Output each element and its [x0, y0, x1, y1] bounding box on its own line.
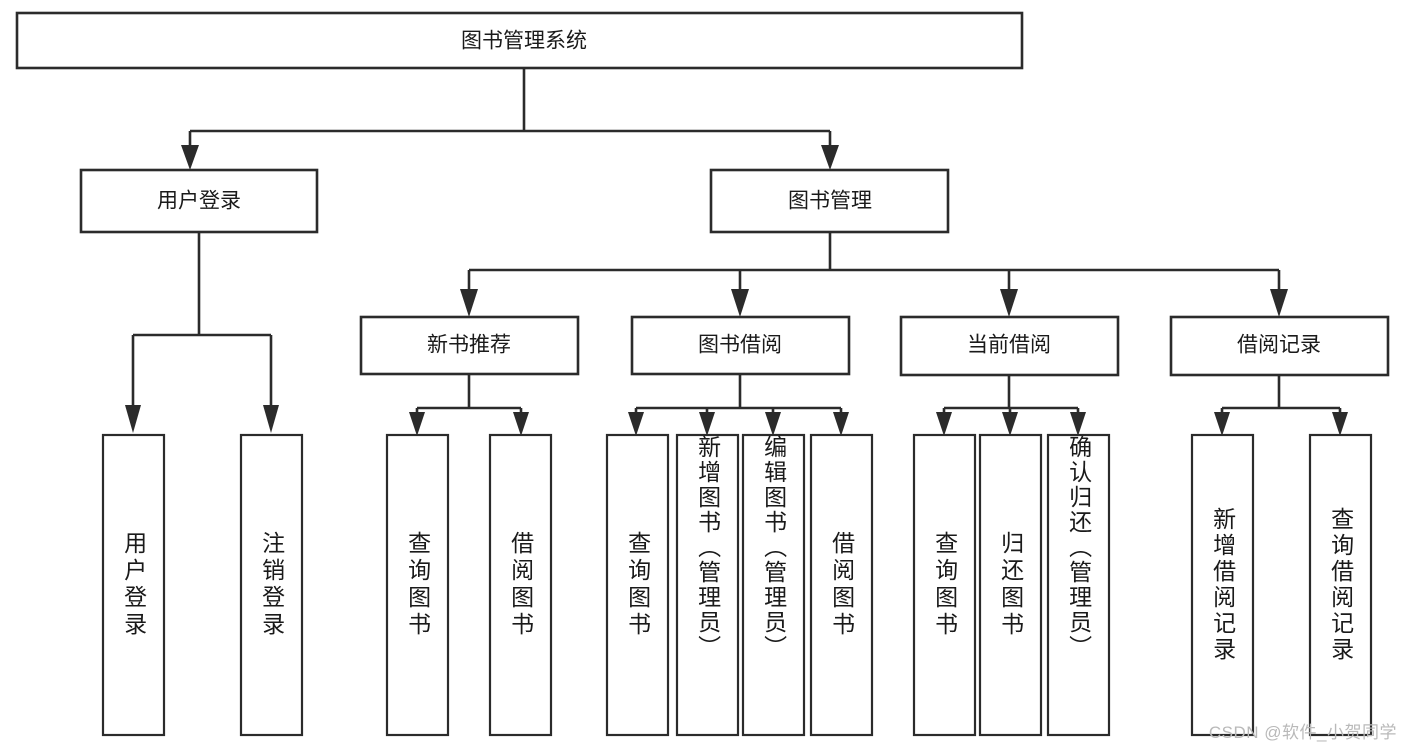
- node-leaf-add-book-box[interactable]: [675, 433, 740, 737]
- node-borrow-record[interactable]: 借阅记录: [1169, 315, 1390, 377]
- node-leaf-add-record-box[interactable]: [1190, 433, 1255, 737]
- arrow-head-book-management: [821, 145, 839, 170]
- node-user-login-label: 用户登录: [157, 190, 241, 213]
- node-current-borrow-label: 当前借阅: [967, 334, 1051, 357]
- arrow-head-leaf-edit-book: [765, 412, 781, 436]
- connector-layer: [125, 68, 1348, 436]
- arrow-head-leaf-add-book: [699, 412, 715, 436]
- node-new-book-recommend[interactable]: 新书推荐: [359, 315, 580, 376]
- node-leaf-query-book-1-box[interactable]: [385, 433, 450, 737]
- node-leaf-user-login[interactable]: [101, 433, 166, 737]
- node-leaf-borrow-book-2-box[interactable]: [809, 433, 874, 737]
- node-book-borrow-box[interactable]: [630, 315, 851, 376]
- arrow-head-book-borrow: [731, 289, 749, 317]
- node-leaf-query-book-2[interactable]: [605, 433, 670, 737]
- node-root-label: 图书管理系统: [461, 30, 587, 53]
- node-book-management[interactable]: 图书管理: [709, 168, 950, 234]
- node-leaf-query-book-3-box[interactable]: [912, 433, 977, 737]
- node-current-borrow[interactable]: 当前借阅: [899, 315, 1120, 377]
- arrow-head-user-login: [181, 145, 199, 170]
- arrow-head-current-borrow: [1000, 289, 1018, 317]
- arrow-head-leaf-confirm-return: [1070, 412, 1086, 436]
- node-user-login[interactable]: 用户登录: [79, 168, 319, 234]
- node-leaf-query-book-2-box[interactable]: [605, 433, 670, 737]
- node-borrow-record-label: 借阅记录: [1237, 334, 1321, 357]
- node-leaf-confirm-return[interactable]: [1046, 433, 1111, 737]
- node-leaf-borrow-book-1[interactable]: [488, 433, 553, 737]
- node-leaf-query-record-box[interactable]: [1308, 433, 1373, 737]
- node-book-borrow-label: 图书借阅: [698, 334, 782, 357]
- node-book-management-box[interactable]: [709, 168, 950, 234]
- arrow-head-leaf-query-record: [1332, 412, 1348, 436]
- arrow-head-leaf-query-book-1: [409, 412, 425, 436]
- node-leaf-user-logout[interactable]: [239, 433, 304, 737]
- node-leaf-add-record[interactable]: [1190, 433, 1255, 737]
- node-current-borrow-box[interactable]: [899, 315, 1120, 377]
- arrow-head-new-book-recommend: [460, 289, 478, 317]
- arrow-head-leaf-user-logout: [263, 405, 279, 433]
- node-root-box[interactable]: [15, 11, 1024, 70]
- arrow-head-leaf-borrow-book-1: [513, 412, 529, 436]
- node-leaf-query-book-3[interactable]: [912, 433, 977, 737]
- arrow-head-leaf-add-record: [1214, 412, 1230, 436]
- node-book-management-label: 图书管理: [788, 190, 872, 213]
- node-leaf-user-logout-box[interactable]: [239, 433, 304, 737]
- node-borrow-record-box[interactable]: [1169, 315, 1390, 377]
- node-leaf-borrow-book-1-box[interactable]: [488, 433, 553, 737]
- node-leaf-query-record[interactable]: [1308, 433, 1373, 737]
- node-book-borrow[interactable]: 图书借阅: [630, 315, 851, 376]
- node-leaf-add-book[interactable]: [675, 433, 740, 737]
- node-leaf-user-login-box[interactable]: [101, 433, 166, 737]
- node-leaf-return-book-box[interactable]: [978, 433, 1043, 737]
- node-user-login-box[interactable]: [79, 168, 319, 234]
- arrow-head-leaf-return-book: [1002, 412, 1018, 436]
- node-leaf-edit-book[interactable]: [741, 433, 806, 737]
- node-layer: 图书管理系统 用户登录 图书管理 新书推荐 图书借阅: [15, 11, 1390, 737]
- csdn-watermark: CSDN @软件_小贺同学: [1208, 723, 1397, 742]
- node-leaf-query-book-1[interactable]: [385, 433, 450, 737]
- node-new-book-recommend-label: 新书推荐: [427, 334, 511, 357]
- arrow-head-leaf-borrow-book-2: [833, 412, 849, 436]
- node-leaf-confirm-return-box[interactable]: [1046, 433, 1111, 737]
- node-leaf-borrow-book-2[interactable]: [809, 433, 874, 737]
- node-new-book-recommend-box[interactable]: [359, 315, 580, 376]
- node-leaf-return-book[interactable]: [978, 433, 1043, 737]
- node-leaf-edit-book-box[interactable]: [741, 433, 806, 737]
- arrow-head-leaf-query-book-2: [628, 412, 644, 436]
- arrow-head-leaf-user-login: [125, 405, 141, 433]
- arrow-head-leaf-query-book-3: [936, 412, 952, 436]
- arrow-head-borrow-record: [1270, 289, 1288, 317]
- node-root[interactable]: 图书管理系统: [15, 11, 1024, 70]
